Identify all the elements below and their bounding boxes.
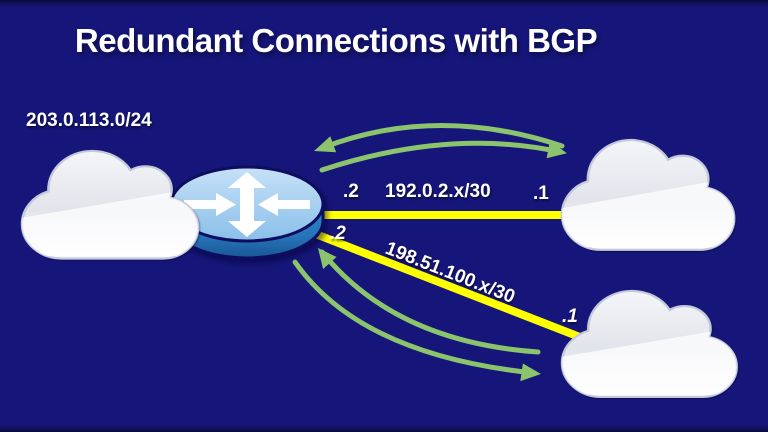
router-arrows-icon <box>184 172 310 237</box>
local-network-cloud-icon <box>22 151 198 259</box>
green-curved-arrow-icon <box>319 123 565 151</box>
slide-title: Redundant Connections with BGP <box>74 22 598 59</box>
link-b-provider-ip-label: .1 <box>562 306 578 327</box>
arrowhead-left-icon <box>314 136 337 153</box>
link-a-subnet-label: 192.0.2.x/30 <box>385 181 491 202</box>
arrowhead-up-icon <box>318 248 337 269</box>
green-curved-arrow-icon <box>292 259 537 376</box>
link-b-router-ip-label: .2 <box>330 223 346 244</box>
provider-b-cloud-icon <box>562 291 737 397</box>
link-b-line <box>311 229 592 345</box>
traffic-arrows-link-b <box>292 248 541 382</box>
traffic-arrows-link-a <box>314 123 567 173</box>
green-curved-arrow-icon <box>319 249 541 355</box>
local-network-prefix-label: 203.0.113.0/24 <box>26 110 152 131</box>
provider-a-cloud-icon <box>562 140 734 250</box>
arrowhead-right-icon <box>546 140 567 159</box>
link-a-provider-ip-label: .1 <box>533 183 549 204</box>
green-curved-arrow-icon <box>319 140 563 173</box>
link-a-router-ip-label: .2 <box>343 181 359 202</box>
arrowhead-right-icon <box>520 363 541 382</box>
